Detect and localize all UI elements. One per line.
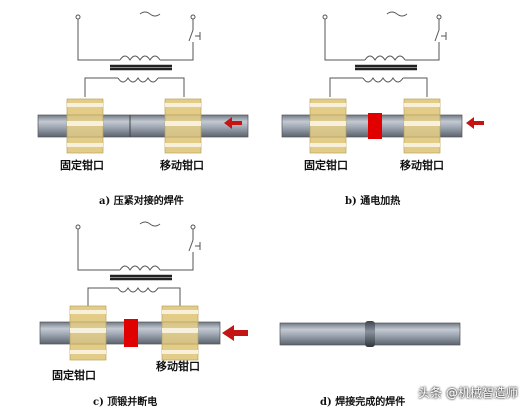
heated-zone-b	[368, 113, 382, 139]
caption-b: b) 通电加热	[345, 196, 401, 207]
transformer-core	[110, 64, 172, 71]
fixed-clamp-label-b: 固定钳口	[304, 159, 348, 172]
ac-symbol-b	[386, 11, 408, 17]
moving-clamp-c	[161, 305, 199, 361]
pressure-arrow-a	[224, 117, 242, 129]
caption-c: c) 顶锻并断电	[93, 397, 158, 408]
upset-zone-c	[124, 319, 138, 347]
fixed-clamp-a	[66, 98, 104, 154]
fixed-clamp-b	[309, 98, 347, 154]
panel-b	[322, 14, 447, 97]
power-switch	[188, 29, 194, 42]
transformer-secondary-coil-b	[362, 77, 404, 83]
moving-clamp-label-a: 移动钳口	[160, 159, 204, 172]
terminal-right	[190, 14, 196, 20]
ac-symbol-c	[139, 221, 161, 227]
panel-a	[75, 14, 201, 97]
transformer-core-c	[110, 274, 172, 281]
power-switch-b	[434, 29, 440, 42]
terminal-left	[75, 14, 81, 20]
pressure-arrow-b	[466, 117, 484, 129]
moving-clamp-a	[164, 98, 202, 154]
fixed-clamp-label-c: 固定钳口	[52, 369, 96, 382]
transformer-secondary-coil	[117, 77, 159, 83]
transformer-primary-coil	[119, 55, 161, 61]
moving-clamp-b	[403, 98, 441, 154]
transformer-primary-coil-b	[364, 55, 406, 61]
caption-d: d) 焊接完成的焊件	[320, 397, 406, 408]
transformer-secondary-coil-c	[117, 287, 159, 293]
moving-clamp-label-c: 移动钳口	[156, 360, 200, 373]
power-switch-c	[188, 239, 194, 252]
watermark: 头条 @机械智造师	[418, 386, 518, 400]
fixed-clamp-c	[69, 305, 107, 361]
fixed-clamp-label-a: 固定钳口	[60, 159, 104, 172]
pressure-arrow-c	[222, 325, 248, 341]
weld-bulge-d	[365, 321, 375, 347]
transformer-primary-coil-c	[119, 265, 161, 271]
caption-a: a) 压紧对接的焊件	[99, 196, 184, 207]
transformer-core-b	[355, 64, 417, 71]
panel-c	[75, 224, 201, 307]
ac-symbol-a	[139, 11, 161, 17]
moving-clamp-label-b: 移动钳口	[400, 159, 444, 172]
